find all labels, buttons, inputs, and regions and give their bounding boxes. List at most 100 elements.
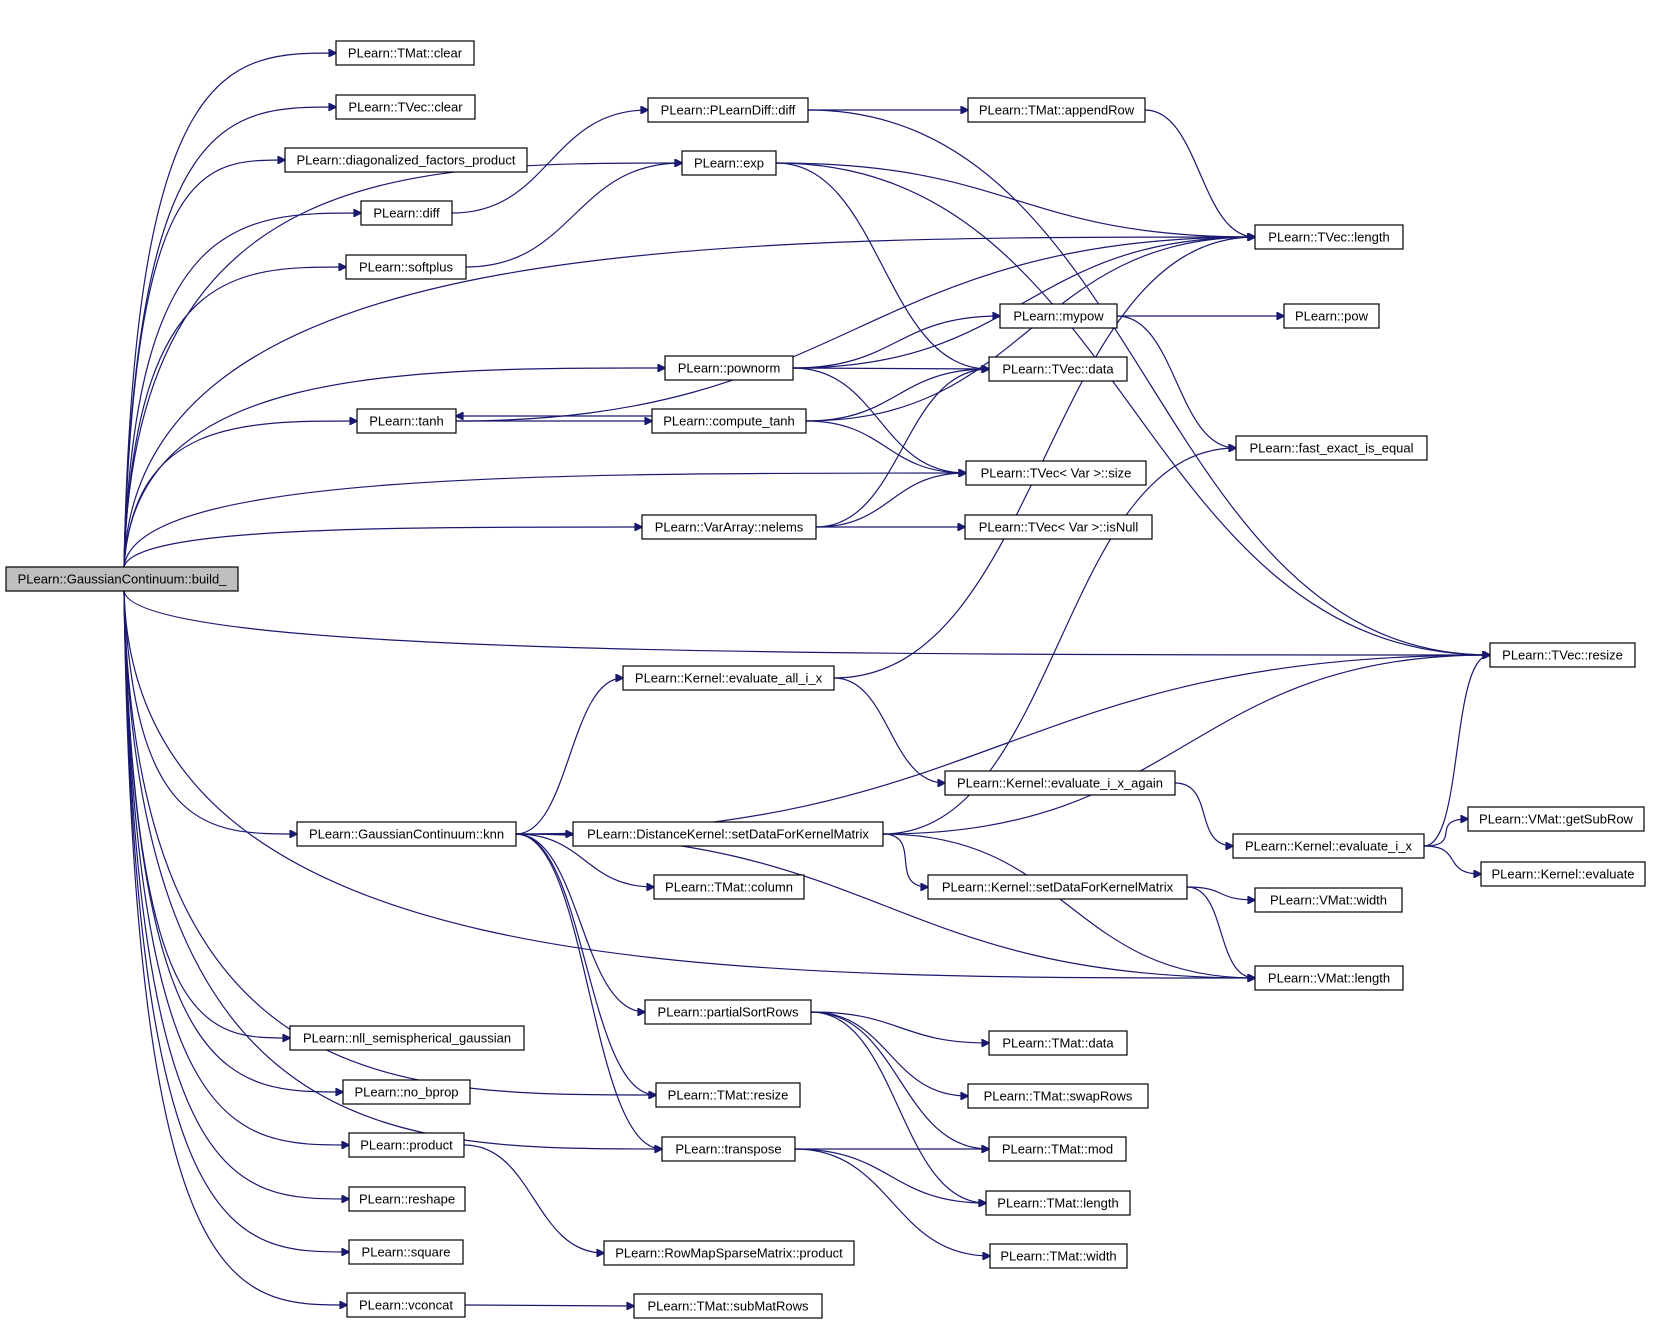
edge-path <box>792 368 989 369</box>
node-rmsm[interactable]: PLearn::RowMapSparseMatrix::product <box>603 1240 855 1266</box>
node-label: PLearn::Kernel::setDataForKernelMatrix <box>942 880 1174 895</box>
node-label: PLearn::TVec::data <box>1002 362 1114 377</box>
edge-path <box>123 473 966 568</box>
node-nelems[interactable]: PLearn::VarArray::nelems <box>641 514 817 540</box>
node-setdata-dk[interactable]: PLearn::DistanceKernel::setDataForKernel… <box>572 821 884 847</box>
node-pow[interactable]: PLearn::pow <box>1283 303 1380 329</box>
node-nll[interactable]: PLearn::nll_semispherical_gaussian <box>289 1025 525 1051</box>
edge-path <box>807 109 1490 655</box>
edge-tanh-to-tvec-length <box>455 237 1255 422</box>
edge-path <box>515 833 656 1095</box>
node-tvec-size[interactable]: PLearn::TVec< Var >::size <box>965 460 1147 486</box>
node-label: PLearn::TMat::column <box>665 880 793 895</box>
edge-knn-to-eval-all <box>515 678 623 835</box>
node-tanh[interactable]: PLearn::tanh <box>356 408 457 434</box>
node-tvec-resize[interactable]: PLearn::TVec::resize <box>1489 642 1636 668</box>
node-tvec-length[interactable]: PLearn::TVec::length <box>1254 224 1404 250</box>
node-box <box>1254 887 1403 913</box>
node-label: PLearn::fast_exact_is_equal <box>1249 441 1413 456</box>
node-build[interactable]: PLearn::GaussianContinuum::build_ <box>5 566 239 592</box>
edge-nelems-to-tvec-data <box>815 369 989 528</box>
node-tmat-clear[interactable]: PLearn::TMat::clear <box>335 40 475 66</box>
node-tmat-data[interactable]: PLearn::TMat::data <box>988 1030 1128 1056</box>
edge-transpose-to-tmat-length <box>794 1148 986 1203</box>
node-box <box>360 200 453 226</box>
node-box <box>284 147 528 173</box>
node-diag[interactable]: PLearn::diagonalized_factors_product <box>284 147 528 173</box>
node-partial[interactable]: PLearn::partialSortRows <box>644 999 812 1025</box>
node-reshape[interactable]: PLearn::reshape <box>348 1186 466 1212</box>
edge-knn-to-tmat-resize <box>515 833 656 1095</box>
node-label: PLearn::Kernel::evaluate_all_i_x <box>635 671 823 686</box>
edge-path <box>515 833 662 1149</box>
node-eval-i-x[interactable]: PLearn::Kernel::evaluate_i_x <box>1232 833 1425 859</box>
node-product[interactable]: PLearn::product <box>348 1132 465 1158</box>
edge-path <box>123 368 665 568</box>
node-eval-all[interactable]: PLearn::Kernel::evaluate_all_i_x <box>622 665 835 691</box>
node-square[interactable]: PLearn::square <box>348 1239 464 1265</box>
edge-pownorm-to-tvec-size <box>792 367 966 473</box>
node-transpose[interactable]: PLearn::transpose <box>661 1136 796 1162</box>
node-eval-again[interactable]: PLearn::Kernel::evaluate_i_x_again <box>944 770 1176 796</box>
node-label: PLearn::Kernel::evaluate <box>1491 867 1634 882</box>
edge-path <box>465 163 682 268</box>
node-knn[interactable]: PLearn::GaussianContinuum::knn <box>296 821 517 847</box>
node-kernel-eval[interactable]: PLearn::Kernel::evaluate <box>1480 861 1646 887</box>
node-label: PLearn::compute_tanh <box>663 414 795 429</box>
node-tmat-mod[interactable]: PLearn::TMat::mod <box>988 1136 1127 1162</box>
edge-setdata-dk-to-vmat-length <box>882 833 1255 978</box>
node-tvec-isnull[interactable]: PLearn::TVec< Var >::isNull <box>964 514 1153 540</box>
node-tvec-clear[interactable]: PLearn::TVec::clear <box>335 94 476 120</box>
edge-path <box>123 590 1490 655</box>
edge-path <box>1174 782 1233 846</box>
node-box <box>1467 806 1645 832</box>
node-vmat-length[interactable]: PLearn::VMat::length <box>1254 965 1404 991</box>
node-fast-eq[interactable]: PLearn::fast_exact_is_equal <box>1235 435 1428 461</box>
node-compute-tanh[interactable]: PLearn::compute_tanh <box>651 408 807 434</box>
node-exp[interactable]: PLearn::exp <box>681 150 777 176</box>
node-vconcat[interactable]: PLearn::vconcat <box>346 1292 466 1318</box>
node-softplus[interactable]: PLearn::softplus <box>345 254 467 280</box>
node-box <box>651 408 807 434</box>
edge-eval-all-to-tvec-length <box>833 237 1255 679</box>
node-label: PLearn::vconcat <box>359 1298 453 1313</box>
edge-knn-to-vmat-length <box>515 833 1255 978</box>
edge-path <box>775 162 989 369</box>
edge-build-to-tvec-length <box>123 237 1255 568</box>
node-tmat-resize[interactable]: PLearn::TMat::resize <box>655 1082 801 1108</box>
edge-build-to-nelems <box>123 527 642 568</box>
node-appendrow[interactable]: PLearn::TMat::appendRow <box>967 97 1146 123</box>
node-box <box>1489 642 1636 668</box>
node-no-bprop[interactable]: PLearn::no_bprop <box>342 1079 471 1105</box>
node-box <box>944 770 1176 796</box>
node-tmat-width[interactable]: PLearn::TMat::width <box>989 1243 1128 1269</box>
edge-path <box>123 590 349 1145</box>
edge-path <box>794 1148 990 1256</box>
node-label: PLearn::RowMapSparseMatrix::product <box>615 1246 843 1261</box>
node-box <box>633 1293 823 1319</box>
node-submat[interactable]: PLearn::TMat::subMatRows <box>633 1293 823 1319</box>
node-pownorm[interactable]: PLearn::pownorm <box>664 355 794 381</box>
node-box <box>5 566 239 592</box>
edge-build-to-transpose <box>123 590 662 1149</box>
edge-eval-all-to-eval-again <box>833 677 945 783</box>
node-mypow[interactable]: PLearn::mypow <box>999 303 1118 329</box>
edge-path <box>515 678 623 835</box>
node-tmat-column[interactable]: PLearn::TMat::column <box>653 874 805 900</box>
node-setdata-k[interactable]: PLearn::Kernel::setDataForKernelMatrix <box>927 874 1188 900</box>
node-label: PLearn::square <box>362 1245 451 1260</box>
node-pldiff[interactable]: PLearn::PLearnDiff::diff <box>647 97 809 123</box>
node-tmat-length[interactable]: PLearn::TMat::length <box>985 1190 1131 1216</box>
node-getsubrow[interactable]: PLearn::VMat::getSubRow <box>1467 806 1645 832</box>
edge-eval-again-to-eval-i-x <box>1174 782 1233 846</box>
node-tvec-data[interactable]: PLearn::TVec::data <box>988 356 1128 382</box>
node-diff[interactable]: PLearn::diff <box>360 200 453 226</box>
edge-eval-i-x-to-getsubrow <box>1423 819 1468 847</box>
node-vmat-width[interactable]: PLearn::VMat::width <box>1254 887 1403 913</box>
node-swaprows[interactable]: PLearn::TMat::swapRows <box>967 1083 1149 1109</box>
edge-partial-to-tmat-length <box>810 1011 986 1203</box>
edge-layer <box>123 53 1490 1306</box>
edge-path <box>455 237 1255 422</box>
edge-path <box>805 237 1255 422</box>
